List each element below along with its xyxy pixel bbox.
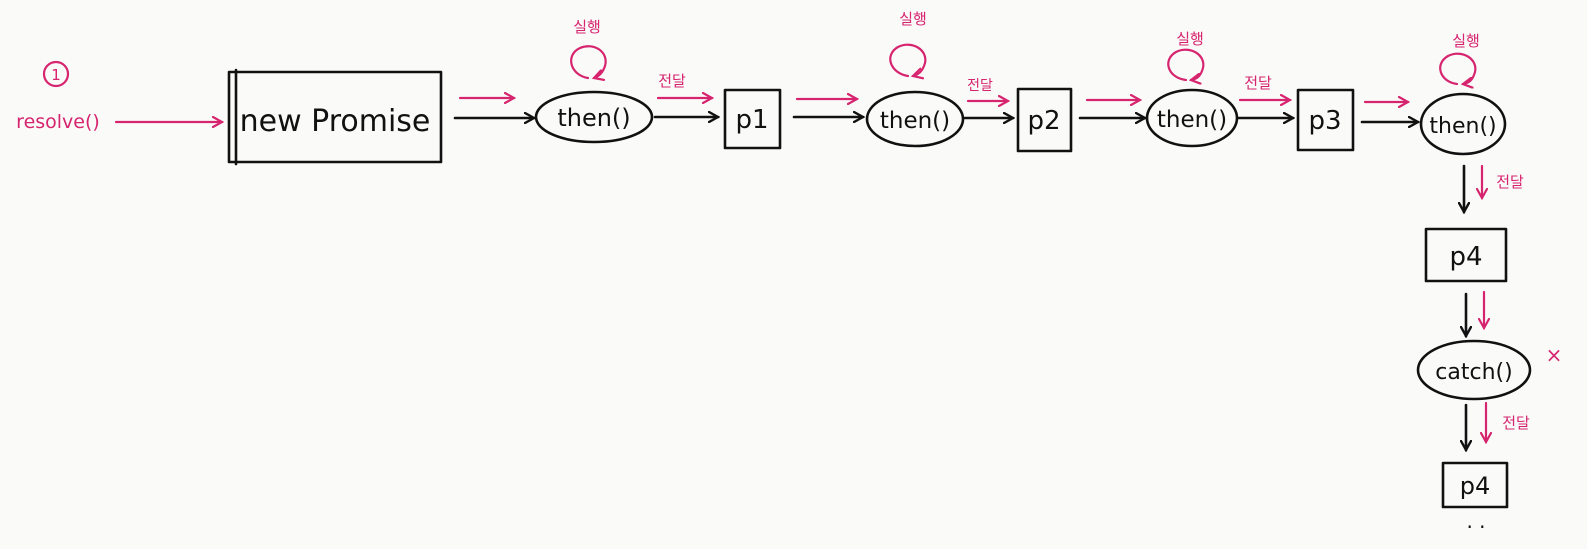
then2-p2-label: 전달: [967, 78, 993, 94]
then4-label: then(): [1429, 114, 1496, 139]
p4-final-box: [1441, 461, 1509, 509]
p2-label: p2: [1027, 106, 1060, 136]
catch-label: catch(): [1435, 360, 1512, 385]
then3-loop-arrow: [1167, 48, 1205, 80]
then1-label: then(): [557, 104, 630, 132]
continuation-dots: · ·: [1466, 515, 1485, 539]
then1-p1-label: 전달: [658, 72, 686, 90]
step-marker-circle: [42, 60, 70, 88]
p4-final-label: p4: [1460, 472, 1491, 500]
then3-p3-label: 전달: [1244, 74, 1272, 92]
then4-loop-label: 실행: [1452, 32, 1480, 50]
then2-node: [865, 90, 965, 148]
catch-p4-label: 전달: [1502, 414, 1530, 432]
p3-label: p3: [1308, 106, 1341, 136]
catch-node: [1416, 339, 1532, 401]
then4-node: [1419, 92, 1507, 156]
p3-box: [1296, 88, 1355, 152]
then3-loop-label: 실행: [1176, 30, 1204, 48]
then1-loop-label: 실행: [573, 18, 601, 36]
then1-loop-arrow: [570, 45, 607, 78]
then2-label: then(): [880, 108, 950, 134]
catch-skip-mark: ×: [1546, 343, 1563, 367]
then3-label: then(): [1157, 107, 1227, 133]
then1-node: [534, 90, 654, 144]
p4-box: [1424, 227, 1508, 283]
then2-loop-label: 실행: [899, 10, 927, 28]
resolve-label: resolve(): [16, 111, 100, 133]
then2-loop-arrow: [889, 43, 927, 76]
p4-label: p4: [1449, 242, 1482, 272]
step-marker-number: 1: [51, 66, 61, 84]
new-promise-box: [227, 70, 443, 164]
p1-box: [723, 88, 782, 150]
then4-loop-arrow: [1439, 52, 1477, 84]
then4-p4-label: 전달: [1496, 173, 1524, 191]
p1-label: p1: [735, 105, 768, 135]
new-promise-label: new Promise: [240, 104, 431, 139]
p2-box: [1016, 87, 1073, 153]
